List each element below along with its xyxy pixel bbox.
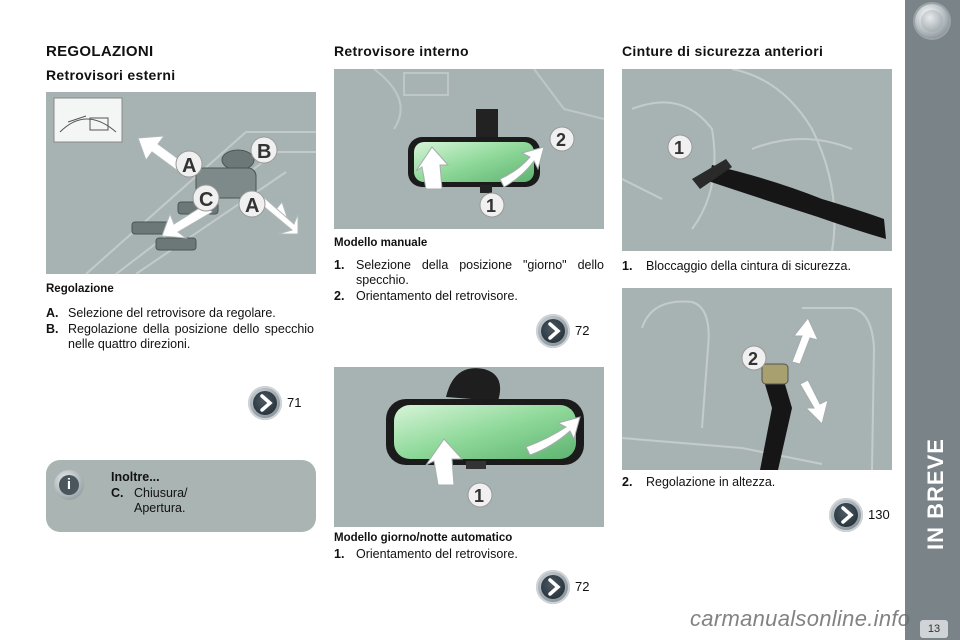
reference-72a: 72 bbox=[575, 323, 590, 338]
col2-heading: Retrovisore interno bbox=[334, 43, 469, 59]
label-b: B bbox=[257, 141, 271, 163]
note-key: C. bbox=[111, 486, 124, 500]
page-number: 13 bbox=[920, 620, 948, 638]
door-mirror-controls-illustration: A B C A bbox=[46, 92, 316, 274]
manual-heading: Modello manuale bbox=[334, 237, 428, 249]
label-a2: A bbox=[245, 195, 259, 217]
svg-text:IN BREVE: IN BREVE bbox=[923, 440, 948, 550]
manual-item-2: 2.Orientamento del retrovisore. bbox=[334, 289, 518, 303]
reference-72b: 72 bbox=[575, 579, 590, 594]
reference-button-130[interactable] bbox=[829, 498, 863, 532]
chevron-right-icon bbox=[260, 394, 273, 412]
chevron-right-icon bbox=[548, 578, 561, 596]
label-1-manual: 1 bbox=[486, 196, 496, 216]
col1-item-b: B.Regolazione della posizione dello spec… bbox=[46, 322, 314, 351]
belt-item-2: 2.Regolazione in altezza. bbox=[622, 475, 776, 489]
chevron-right-icon bbox=[841, 506, 854, 524]
label-a1: A bbox=[182, 155, 196, 177]
info-icon: i bbox=[54, 470, 84, 500]
seatbelt-buckle-illustration: 1 bbox=[622, 69, 892, 251]
label-c: C bbox=[199, 189, 213, 211]
col1-heading: Retrovisori esterni bbox=[46, 67, 176, 83]
auto-heading: Modello giorno/notte automatico bbox=[334, 532, 513, 544]
note-title: Inoltre... bbox=[111, 470, 160, 484]
col1-item-a: A.Selezione del retrovisore da regolare. bbox=[46, 306, 276, 320]
reference-71: 71 bbox=[287, 395, 302, 410]
circle-badge-icon bbox=[915, 4, 949, 38]
note-box: i Inoltre... C. Chiusura/ Apertura. bbox=[46, 460, 316, 532]
section-title: REGOLAZIONI bbox=[46, 43, 154, 60]
label-1-belt: 1 bbox=[674, 138, 684, 158]
reference-button-72a[interactable] bbox=[536, 314, 570, 348]
side-label: IN BREVE bbox=[923, 440, 948, 550]
auto-mirror-illustration: 1 bbox=[334, 367, 604, 527]
manual-item-1: 1.Selezione della posizione "giorno" del… bbox=[334, 258, 604, 287]
reference-button-72b[interactable] bbox=[536, 570, 570, 604]
label-2-manual: 2 bbox=[556, 130, 566, 150]
reference-button-71[interactable] bbox=[248, 386, 282, 420]
manual-mirror-illustration: 1 2 bbox=[334, 69, 604, 229]
reference-130: 130 bbox=[868, 507, 890, 522]
watermark: carmanualsonline.info bbox=[690, 606, 911, 631]
col1-subheading: Regolazione bbox=[46, 283, 114, 295]
sidebar bbox=[905, 0, 960, 640]
col3-heading: Cinture di sicurezza anteriori bbox=[622, 43, 824, 59]
auto-item-1: 1.Orientamento del retrovisore. bbox=[334, 547, 518, 561]
label-2-belt: 2 bbox=[748, 349, 758, 369]
seatbelt-height-illustration: 2 bbox=[622, 288, 892, 470]
belt-item-1: 1.Bloccaggio della cintura di sicurezza. bbox=[622, 259, 851, 273]
note-text: Chiusura/ Apertura. bbox=[134, 486, 188, 515]
chevron-right-icon bbox=[548, 322, 561, 340]
label-1-auto: 1 bbox=[474, 486, 484, 506]
